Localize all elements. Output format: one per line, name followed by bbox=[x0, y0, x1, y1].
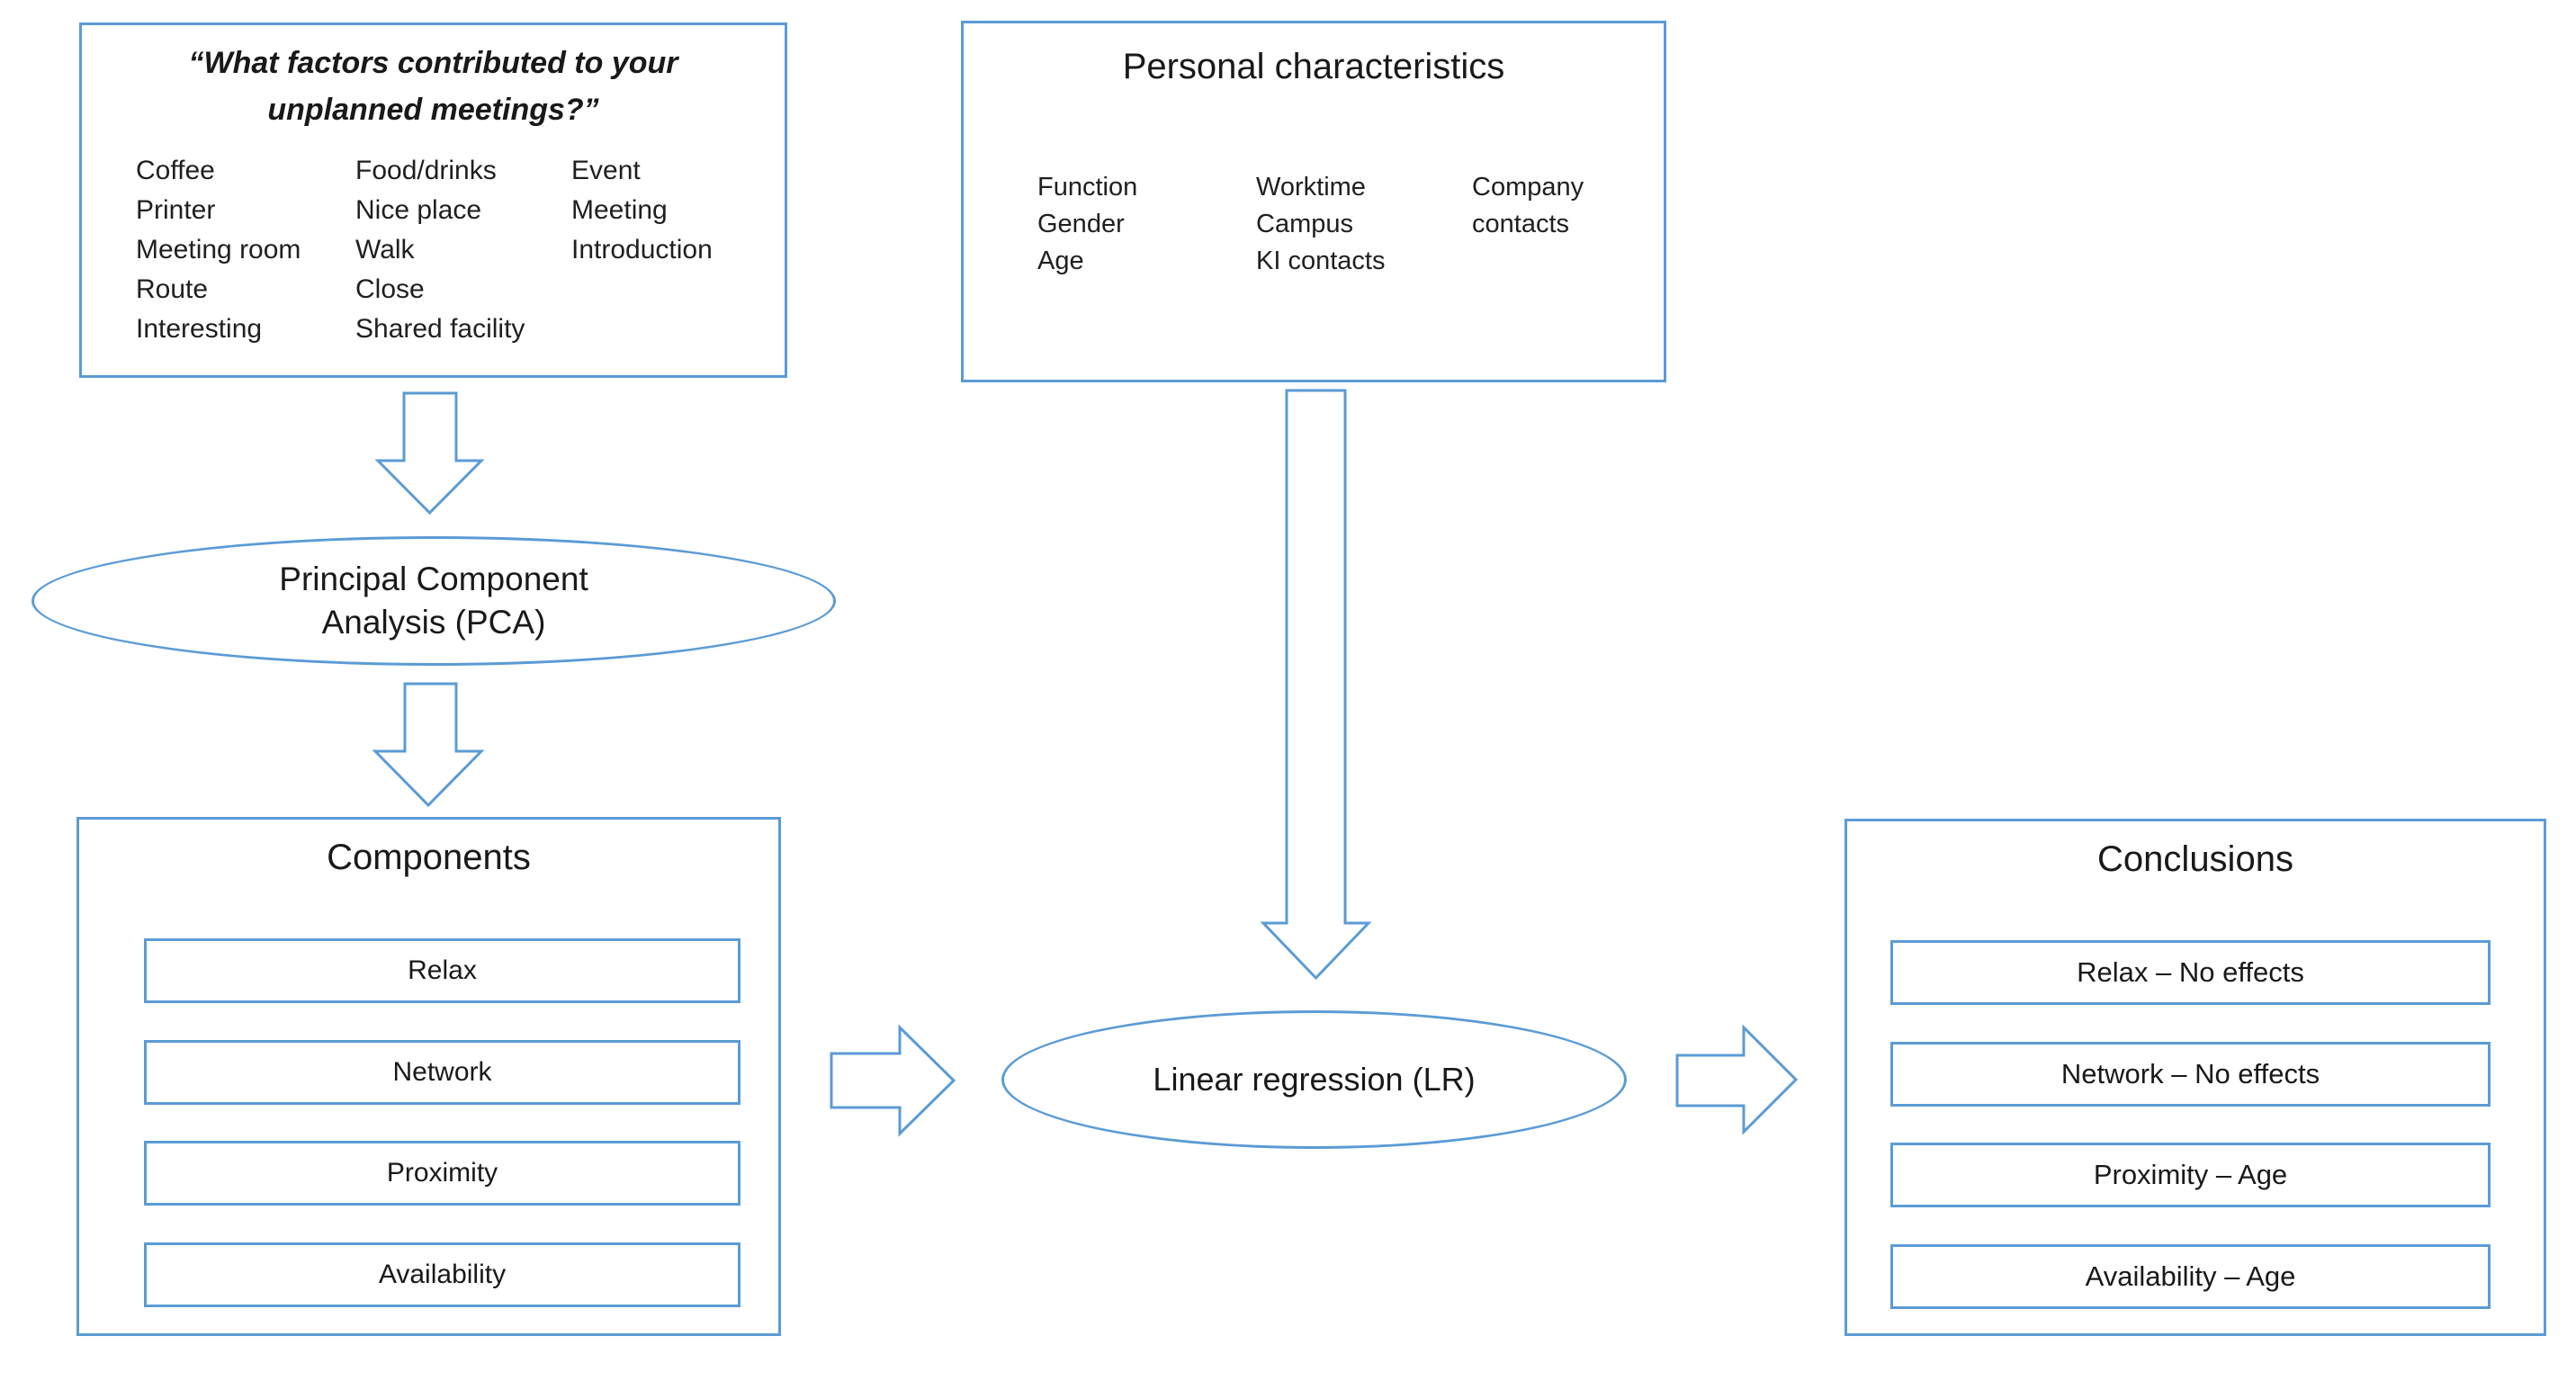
personal-column-3: Company contacts bbox=[1472, 169, 1629, 243]
pca-ellipse: Principal Component Analysis (PCA) bbox=[31, 536, 836, 666]
arrow-personal-to-lr bbox=[1260, 389, 1372, 981]
characteristic-item: Worktime bbox=[1256, 173, 1366, 202]
arrow-lr-to-conclusions bbox=[1675, 1024, 1799, 1135]
component-item-relax: Relax bbox=[144, 938, 740, 1003]
conclusion-item-network: Network – No effects bbox=[1890, 1042, 2491, 1107]
arrow-pca-to-components bbox=[372, 682, 485, 808]
lr-ellipse: Linear regression (LR) bbox=[1001, 1010, 1627, 1149]
characteristic-item: Campus bbox=[1256, 210, 1353, 238]
factors-column-1: Coffee Printer Meeting room Route Intere… bbox=[136, 151, 301, 349]
pca-label-line-2: Analysis (PCA) bbox=[321, 604, 546, 641]
factor-item: Nice place bbox=[355, 195, 482, 225]
factor-item: Event bbox=[571, 156, 641, 185]
conclusions-box: Conclusions Relax – No effects Network –… bbox=[1844, 819, 2546, 1336]
conclusion-item-proximity: Proximity – Age bbox=[1890, 1143, 2491, 1207]
survey-question-title: “What factors contributed to your unplan… bbox=[82, 40, 785, 133]
lr-label: Linear regression (LR) bbox=[1153, 1061, 1476, 1098]
factor-item: Interesting bbox=[136, 314, 263, 344]
personal-characteristics-box: Personal characteristics Function Gender… bbox=[961, 21, 1666, 382]
personal-column-2: Worktime Campus KI contacts bbox=[1256, 169, 1385, 280]
conclusion-item-availability: Availability – Age bbox=[1890, 1244, 2491, 1309]
pca-label-line-1: Principal Component bbox=[279, 560, 588, 597]
conclusion-item-relax: Relax – No effects bbox=[1890, 940, 2491, 1005]
component-item-proximity: Proximity bbox=[144, 1141, 740, 1206]
factor-item: Shared facility bbox=[355, 314, 525, 344]
personal-characteristics-title: Personal characteristics bbox=[1122, 47, 1505, 86]
factor-item: Walk bbox=[355, 235, 415, 265]
factor-item: Route bbox=[136, 274, 209, 304]
component-item-network: Network bbox=[144, 1040, 740, 1105]
conclusions-title: Conclusions bbox=[2097, 839, 2293, 879]
components-title: Components bbox=[327, 838, 531, 877]
arrow-factors-to-pca bbox=[374, 391, 485, 516]
factor-item: Close bbox=[355, 274, 425, 304]
component-item-availability: Availability bbox=[144, 1242, 740, 1307]
factors-column-3: Event Meeting Introduction bbox=[571, 151, 713, 270]
survey-question-line-1: “What factors contributed to your bbox=[188, 46, 678, 80]
factor-item: Food/drinks bbox=[355, 156, 497, 185]
survey-factors-box: “What factors contributed to your unplan… bbox=[79, 22, 787, 378]
characteristic-item: Gender bbox=[1037, 210, 1125, 238]
factor-item: Printer bbox=[136, 195, 216, 225]
characteristic-item: KI contacts bbox=[1256, 247, 1386, 275]
components-box: Components Relax Network Proximity Avail… bbox=[76, 817, 781, 1336]
factor-item: Meeting bbox=[571, 195, 668, 225]
personal-column-1: Function Gender Age bbox=[1037, 169, 1137, 280]
survey-question-line-2: unplanned meetings?” bbox=[267, 93, 599, 127]
characteristic-item: Company contacts bbox=[1472, 173, 1584, 238]
factor-item: Coffee bbox=[136, 156, 215, 185]
characteristic-item: Age bbox=[1037, 247, 1084, 275]
factor-item: Meeting room bbox=[136, 235, 301, 265]
factors-column-2: Food/drinks Nice place Walk Close Shared… bbox=[355, 151, 525, 349]
arrow-components-to-lr bbox=[830, 1024, 956, 1137]
characteristic-item: Function bbox=[1037, 173, 1138, 202]
factor-item: Introduction bbox=[571, 235, 713, 265]
